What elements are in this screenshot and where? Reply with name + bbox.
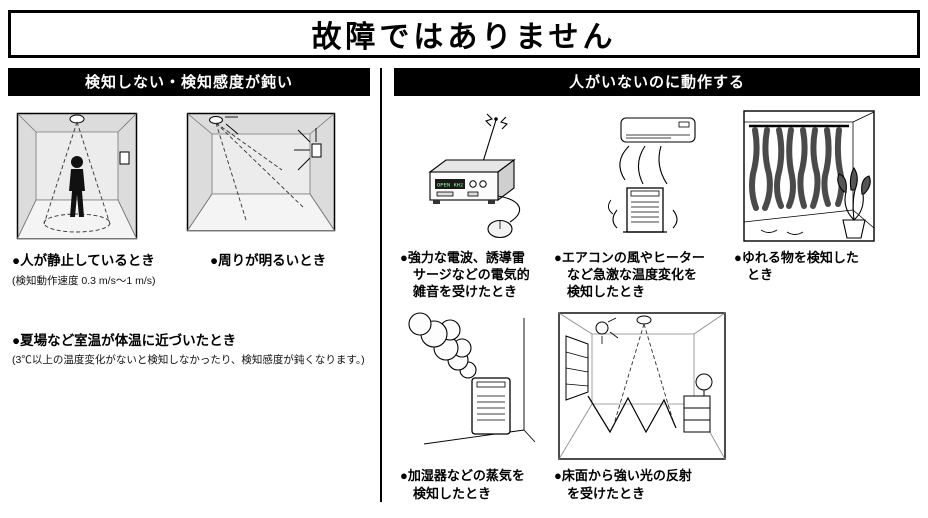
caption-electrical-noise: ●強力な電波、誘導雷 サージなどの電気的 雑音を受けたとき <box>400 250 530 300</box>
section-false-activation: 人がいないのに動作する OPEN KHz <box>394 68 922 502</box>
two-column-layout: 検知しない・検知感度が鈍い <box>6 68 922 502</box>
steam-cloud <box>408 312 477 380</box>
stationary-person-illustration <box>16 112 138 240</box>
figure-floor-reflection: ●床面から強い光の反射 を受けたとき <box>554 312 730 501</box>
right-illustrations-row-2: ●加湿器などの蒸気を 検知したとき <box>400 312 920 501</box>
figure-swaying-objects: ●ゆれる物を検知した とき <box>734 110 884 283</box>
section-header-false-activation: 人がいないのに動作する <box>394 68 920 96</box>
section-header-not-detecting: 検知しない・検知感度が鈍い <box>8 68 370 96</box>
air-conditioner-icon <box>620 117 696 143</box>
reflected-light-zigzag <box>587 396 677 434</box>
window-icon <box>565 335 589 402</box>
bright-room-illustration <box>186 112 336 232</box>
caption-bright-surroundings: ●周りが明るいとき <box>210 252 326 288</box>
mouse-cable <box>497 195 521 223</box>
radio-knob-icon <box>479 180 487 188</box>
glowing-wall-lamp-icon <box>311 143 322 158</box>
radio-knob-icon <box>469 180 477 188</box>
caption-note: (3℃以上の温度変化がないと検知しなかったり、検知感度が鈍くなります。) <box>12 354 365 367</box>
caption-summer-room-temp: ●夏場など室温が体温に近づいたとき (3℃以上の温度変化がないと検知しなかったり… <box>12 332 370 368</box>
caption-swaying-objects: ●ゆれる物を検知した とき <box>734 250 859 283</box>
humidifier-illustration <box>408 312 536 445</box>
ceiling-sensor-icon <box>69 114 85 124</box>
caption-temperature-change: ●エアコンの風やヒーター など急激な温度変化を 検知したとき <box>554 250 705 300</box>
caption-humidifier-steam: ●加湿器などの蒸気を 検知したとき <box>400 468 525 501</box>
radio-display <box>435 179 465 189</box>
ceiling-sensor-icon <box>209 116 223 124</box>
antenna-icon <box>481 119 497 166</box>
cabinet-icon <box>683 395 711 433</box>
radio-noise-illustration: OPEN KHz <box>428 113 521 239</box>
fan-icon <box>695 373 713 391</box>
vertical-blinds <box>749 127 845 211</box>
caption-label: ●周りが明るいとき <box>210 253 327 268</box>
section-not-detecting: 検知しない・検知感度が鈍い <box>6 68 372 502</box>
curtain-illustration <box>743 110 875 242</box>
caption-note: (検知動作速度 0.3 m/s～1 m/s) <box>12 274 156 287</box>
sun-icon <box>595 321 609 335</box>
figure-temperature-change: ●エアコンの風やヒーター など急激な温度変化を 検知したとき <box>554 110 720 300</box>
caption-stationary-person: ●人が静止しているとき (検知動作速度 0.3 m/s～1 m/s) <box>12 252 210 288</box>
caption-label: ●夏場など室温が体温に近づいたとき <box>12 332 237 348</box>
plant-icon <box>837 166 871 239</box>
figure-humidifier-steam: ●加湿器などの蒸気を 検知したとき <box>400 312 540 501</box>
heater-icon <box>626 187 664 233</box>
page-title-box: 故障ではありません <box>8 10 920 58</box>
left-illustrations-row <box>16 112 368 240</box>
figure-electrical-noise: OPEN KHz ●強力な電波、誘導雷 サージなどの電気的 雑音を受けたとき <box>400 110 540 300</box>
caption-floor-reflection: ●床面から強い光の反射 を受けたとき <box>554 468 692 501</box>
caption-label: ●人が静止しているとき <box>12 253 155 268</box>
page-title: 故障ではありません <box>311 21 617 54</box>
wall-lamp-icon <box>119 151 130 165</box>
column-divider <box>380 68 382 502</box>
floor-reflection-illustration <box>558 312 726 461</box>
left-captions-row: ●人が静止しているとき (検知動作速度 0.3 m/s～1 m/s) ●周りが明… <box>12 252 370 288</box>
person-silhouette <box>71 156 83 168</box>
ceiling-sensor-icon <box>636 315 652 325</box>
radio-display-text: OPEN KHz <box>437 182 463 189</box>
right-illustrations-row-1: OPEN KHz ●強力な電波、誘導雷 サージなどの電気的 雑音を受けたとき <box>400 110 920 300</box>
humidifier-icon <box>471 377 511 436</box>
aircon-heater-illustration <box>608 117 696 233</box>
